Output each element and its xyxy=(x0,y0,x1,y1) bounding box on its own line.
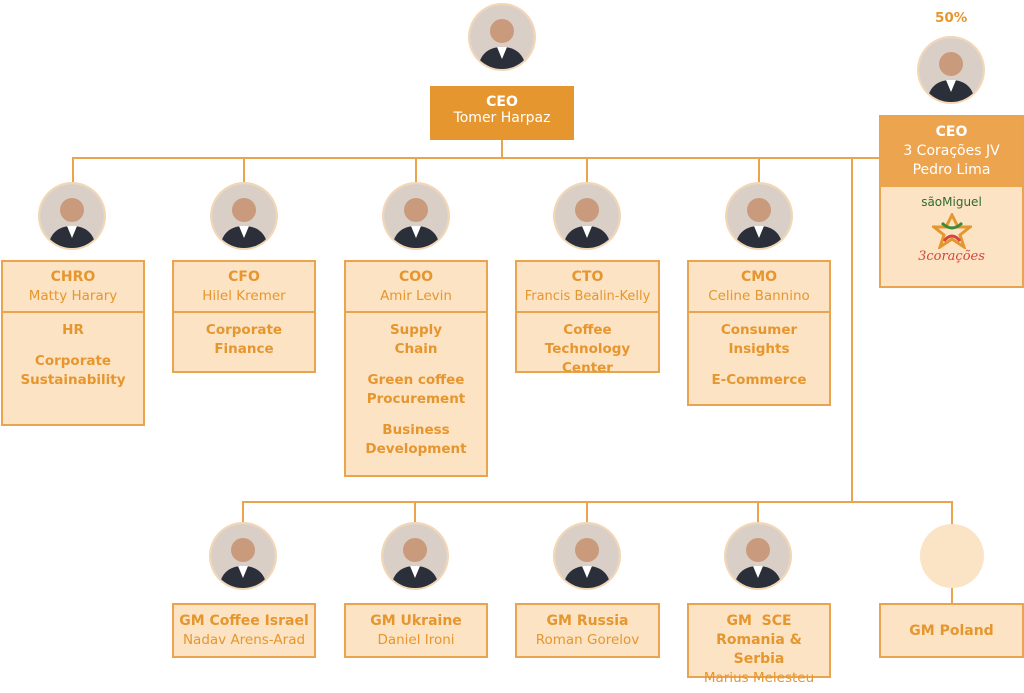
gm-sce-avatar xyxy=(726,524,790,588)
gm-poland-box: GM Poland xyxy=(879,603,1024,658)
gm-poland-role: GM Poland xyxy=(909,622,994,639)
jv-logos: sãoMiguel 3corações xyxy=(881,187,1022,272)
gm-ukraine-box: GM Ukraine Daniel Ironi xyxy=(344,603,488,658)
gm-russia-role: GM Russia xyxy=(546,613,629,629)
connector-cfo xyxy=(243,157,245,185)
jv-ceo-avatar xyxy=(919,38,983,102)
cto-name: Francis Bealin-Kelly xyxy=(524,289,651,304)
cfo-role: CFO xyxy=(228,269,260,285)
gm-israel-role: GM Coffee Israel xyxy=(179,613,309,629)
jv-name: Pedro Lima xyxy=(912,162,991,178)
connector-ceo-down xyxy=(501,140,503,158)
connector-poland-avatar xyxy=(951,588,953,604)
dept-consumer-insights: Consumer Insights xyxy=(720,322,798,357)
gm-ukraine-avatar xyxy=(383,524,447,588)
dept-corporate-sustainability: Corporate Sustainability xyxy=(20,353,126,388)
chro-avatar xyxy=(40,184,104,248)
chro-role: CHRO xyxy=(50,269,96,285)
ceo-box: CEO Tomer Harpaz xyxy=(430,86,574,140)
connector-coo xyxy=(415,157,417,185)
gm-sce-box: GM SCE Romania & Serbia Marius Melesteu xyxy=(687,603,831,686)
connector-cto xyxy=(586,157,588,185)
dept-corporate-finance: Corporate Finance xyxy=(205,322,283,357)
ceo-role: CEO xyxy=(486,94,518,110)
3coracoes-logo: 3corações xyxy=(918,249,985,264)
connector-gm-sce xyxy=(757,501,759,525)
chro-box: CHRO Matty Harary HR Corporate Sustainab… xyxy=(1,260,145,426)
dept-coffee-technology-center: Coffee Technology Center xyxy=(544,322,631,376)
cmo-avatar xyxy=(727,184,791,248)
jv-stake: 50% xyxy=(935,10,968,26)
cmo-role: CMO xyxy=(740,269,778,285)
gm-israel-box: GM Coffee Israel Nadav Arens-Arad xyxy=(172,603,316,658)
gm-israel-avatar xyxy=(211,524,275,588)
dept-hr: HR xyxy=(62,322,84,338)
dept-supply-chain: Supply Chain xyxy=(389,322,443,357)
connector-exec-bar xyxy=(72,157,881,159)
jv-box: CEO 3 Corações JV Pedro Lima sãoMiguel 3… xyxy=(879,115,1024,288)
gm-poland-avatar-placeholder xyxy=(920,524,984,588)
connector-gm-ukraine xyxy=(414,501,416,525)
gm-russia-name: Roman Gorelov xyxy=(535,632,640,648)
dept-e-commerce: E-Commerce xyxy=(711,372,807,388)
ceo-name: Tomer Harpaz xyxy=(453,110,551,126)
gm-russia-box: GM Russia Roman Gorelov xyxy=(515,603,660,658)
connector-chro xyxy=(72,157,74,185)
cto-box: CTO Francis Bealin-Kelly Coffee Technolo… xyxy=(515,260,660,376)
jv-org: 3 Corações JV xyxy=(903,143,1000,159)
coo-role: COO xyxy=(398,269,434,285)
gm-ukraine-name: Daniel Ironi xyxy=(377,632,455,648)
gm-ukraine-role: GM Ukraine xyxy=(370,613,462,629)
connector-gm-poland xyxy=(951,501,953,525)
connector-gm-russia xyxy=(586,501,588,525)
3coracoes-logo-icon xyxy=(931,213,972,249)
sao-miguel-logo: sãoMiguel xyxy=(921,195,982,209)
cmo-name: Celine Bannino xyxy=(708,288,810,304)
connector-cmo xyxy=(758,157,760,185)
connector-gm-israel xyxy=(242,501,244,525)
dept-business-development: Business Development xyxy=(365,422,467,457)
cfo-avatar xyxy=(212,184,276,248)
cfo-name: Hilel Kremer xyxy=(202,288,286,304)
cfo-box: CFO Hilel Kremer Corporate Finance xyxy=(172,260,316,373)
coo-box: COO Amir Levin Supply Chain Green coffee… xyxy=(344,260,488,477)
connector-gm-trunk xyxy=(851,157,853,502)
cmo-box: CMO Celine Bannino Consumer Insights E-C… xyxy=(687,260,831,406)
gm-sce-role: GM SCE xyxy=(726,613,792,629)
gm-israel-name: Nadav Arens-Arad xyxy=(182,632,306,648)
chro-name: Matty Harary xyxy=(28,288,118,304)
gm-russia-avatar xyxy=(555,524,619,588)
cto-role: CTO xyxy=(571,269,604,285)
ceo-avatar xyxy=(470,5,534,69)
gm-sce-region: Romania & Serbia xyxy=(716,632,802,667)
connector-gm-bar xyxy=(242,501,953,503)
coo-name: Amir Levin xyxy=(380,288,452,304)
dept-green-coffee-procurement: Green coffee Procurement xyxy=(366,372,466,407)
coo-avatar xyxy=(384,184,448,248)
cto-avatar xyxy=(555,184,619,248)
jv-role: CEO xyxy=(935,124,968,140)
